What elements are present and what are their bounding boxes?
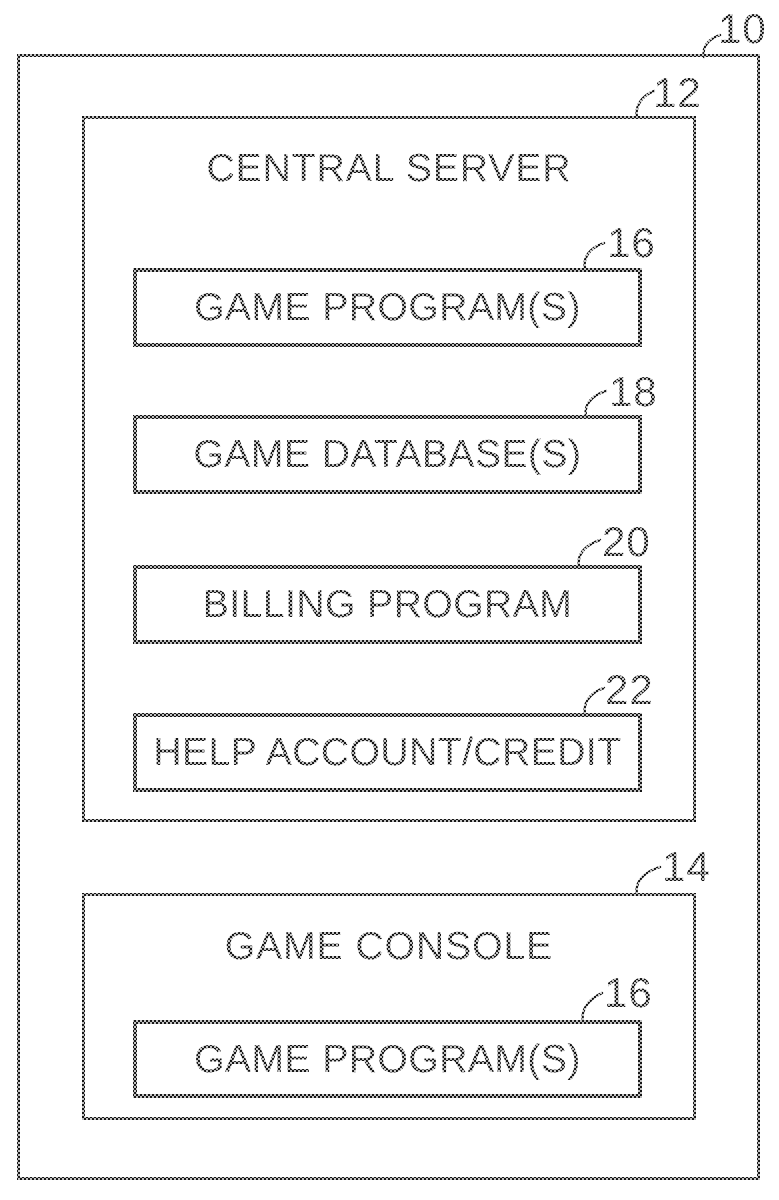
console-game-programs-label: GAME PROGRAM(S)	[194, 1037, 581, 1081]
ref-numeral-12: 12	[653, 69, 702, 116]
game-databases-box: GAME DATABASE(S)	[133, 415, 642, 494]
console-game-programs-box: GAME PROGRAM(S)	[133, 1020, 642, 1098]
help-account-credit-label: HELP ACCOUNT/CREDIT	[153, 731, 622, 774]
billing-program-label: BILLING PROGRAM	[202, 583, 573, 626]
game-programs-box: GAME PROGRAM(S)	[133, 268, 642, 347]
game-programs-label: GAME PROGRAM(S)	[194, 286, 581, 329]
game-databases-label: GAME DATABASE(S)	[193, 433, 582, 476]
game-console-title: GAME CONSOLE	[224, 925, 554, 968]
ref-numeral-20: 20	[602, 518, 651, 565]
ref-numeral-14: 14	[662, 843, 711, 890]
billing-program-box: BILLING PROGRAM	[133, 565, 642, 644]
ref-numeral-16: 16	[607, 219, 656, 266]
ref-numeral-18: 18	[609, 368, 658, 415]
ref-numeral-16-console: 16	[604, 969, 653, 1016]
help-account-credit-box: HELP ACCOUNT/CREDIT	[133, 713, 642, 792]
central-server-title: CENTRAL SERVER	[206, 147, 572, 190]
ref-numeral-10: 10	[718, 5, 767, 52]
ref-numeral-22: 22	[605, 666, 654, 713]
